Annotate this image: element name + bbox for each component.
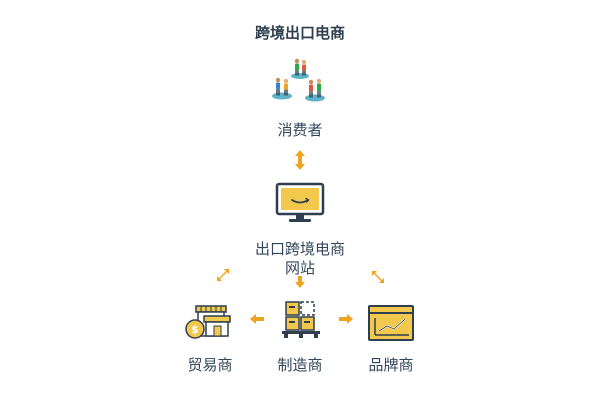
brands-label: 品牌商 bbox=[368, 356, 414, 374]
left-arrow-icon bbox=[250, 314, 264, 324]
pallet-boxes-icon bbox=[282, 301, 320, 338]
diagram-title: 跨境出口电商 bbox=[254, 24, 345, 42]
consumers-label: 消费者 bbox=[277, 121, 323, 139]
website-label-line1: 出口跨境电商 bbox=[254, 240, 345, 258]
website-label-line2: 网站 bbox=[284, 259, 315, 277]
manufacturers-label: 制造商 bbox=[277, 356, 323, 374]
traders-label: 贸易商 bbox=[187, 356, 233, 374]
monitor-amazon-icon bbox=[275, 182, 325, 222]
people-icon bbox=[272, 58, 325, 102]
shop-coin-icon: $ bbox=[185, 305, 231, 339]
diagonal-arrow-right-icon bbox=[372, 271, 384, 283]
chart-board-icon bbox=[368, 305, 414, 341]
svg-text:$: $ bbox=[191, 323, 199, 336]
right-arrow-icon bbox=[339, 314, 353, 324]
double-arrow-icon bbox=[295, 150, 305, 170]
diagonal-arrow-left-icon bbox=[217, 269, 229, 281]
down-arrow-icon bbox=[295, 276, 305, 288]
